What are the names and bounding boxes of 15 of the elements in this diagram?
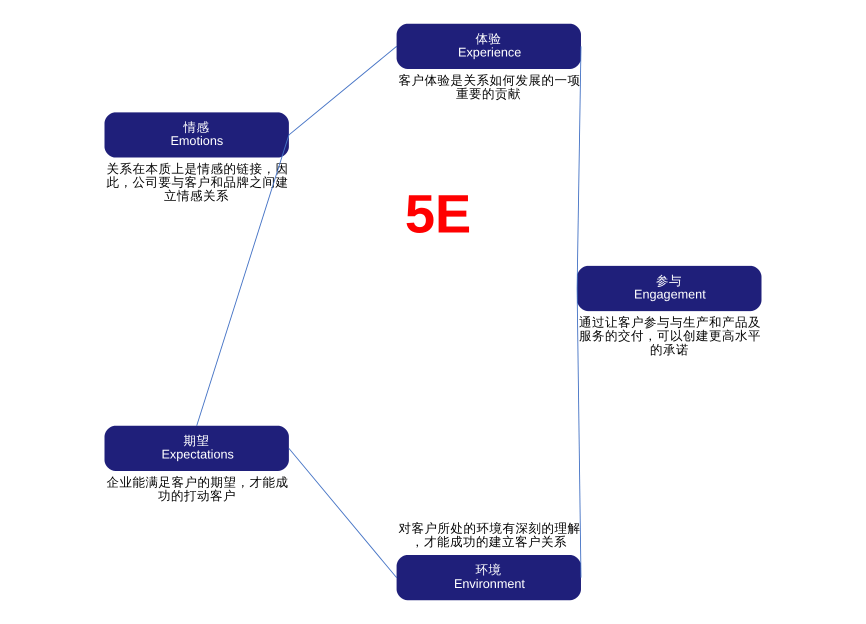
connector xyxy=(576,288,582,578)
connector xyxy=(288,46,398,136)
node-box: 环境 Environment xyxy=(396,555,581,600)
connector xyxy=(288,448,398,578)
node-label: 客户体验是关系如何发展的一项重要的贡献 xyxy=(398,74,580,102)
node-box: 体验 Experience xyxy=(396,24,581,69)
label: 5E xyxy=(404,184,472,244)
node-label: 对客户所处的环境有深刻的理解，才能成功的建立客户关系 xyxy=(398,522,580,550)
node-label: 企业能满足客户的期望，才能成功的打动客户 xyxy=(106,476,288,504)
connector xyxy=(196,134,290,426)
node-label: 通过让客户参与与生产和产品及服务的交付，可以创建更高水平的承诺 xyxy=(578,316,761,357)
connector xyxy=(576,46,582,289)
node-box: 参与 Engagement xyxy=(577,266,762,312)
node-box: 情感 Emotions xyxy=(104,112,289,158)
node-box: 期望 Expectations xyxy=(104,426,289,471)
